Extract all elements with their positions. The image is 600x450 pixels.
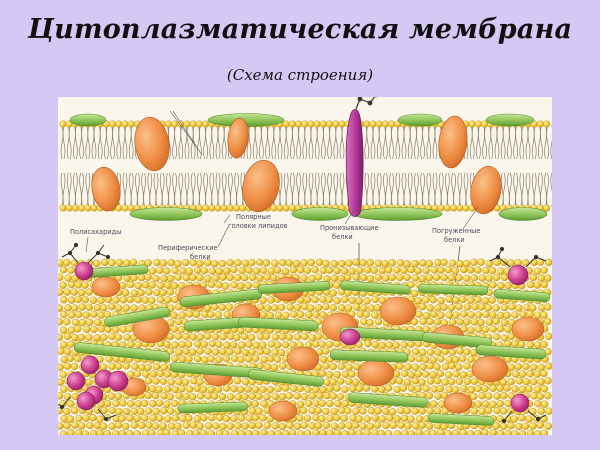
surface-green-proteins	[73, 264, 551, 426]
slide-subtitle: (Схема строения)	[226, 66, 374, 84]
slide-title: Цитоплазматическая мембрана	[27, 14, 573, 45]
label-polysaccharides: Полисахариды	[70, 228, 121, 236]
surface-magenta-proteins	[66, 261, 530, 413]
peripheral-proteins-inner	[129, 207, 548, 221]
peripheral-proteins-outer	[69, 113, 535, 127]
label-peripheral-proteins-line1: Периферические	[158, 244, 218, 252]
label-penetrating-proteins-line2: белки	[332, 233, 353, 241]
lipid-heads-outer-layer	[59, 120, 551, 128]
label-submerged-proteins-line2: белки	[444, 236, 465, 244]
membrane-diagram: Полисахариды Периферические белки Полярн…	[58, 97, 552, 435]
submerged-proteins	[91, 115, 502, 215]
penetrating-protein	[345, 109, 364, 217]
label-polar-heads-line1: Полярные	[236, 213, 271, 221]
surface-polysaccharide-chains	[58, 242, 547, 424]
polysaccharide-chain-top	[355, 97, 378, 110]
label-peripheral-proteins-line2: белки	[190, 253, 211, 261]
label-submerged-proteins-line1: Погруженные	[432, 227, 480, 235]
cross-section	[59, 97, 552, 253]
label-penetrating-proteins-line1: Пронизывающие	[320, 224, 379, 232]
label-polar-heads-line2: головки липидов	[228, 222, 288, 230]
surface-view	[58, 242, 552, 435]
pointer-lines	[85, 110, 479, 253]
